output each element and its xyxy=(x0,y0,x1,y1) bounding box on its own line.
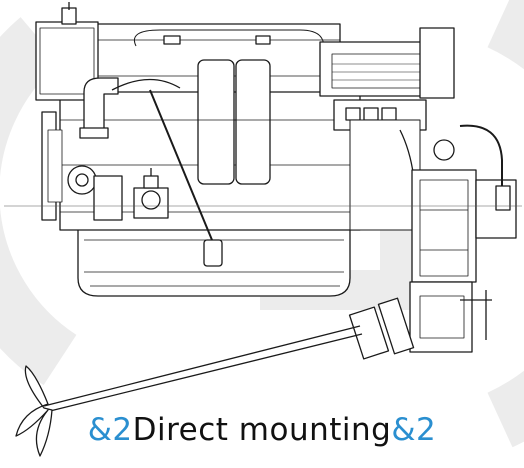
propeller-shaft xyxy=(43,325,361,407)
shaft-coupling xyxy=(348,306,390,360)
filter-b xyxy=(235,59,271,185)
caption-text: Direct mounting xyxy=(132,412,392,448)
elbow-pipe xyxy=(83,77,119,131)
propeller xyxy=(15,365,53,457)
caption-suffix: &2 xyxy=(391,412,437,448)
engine-drawing xyxy=(15,2,517,457)
filter-a xyxy=(197,59,235,185)
caption-prefix: &2 xyxy=(87,412,133,448)
dipstick xyxy=(149,89,213,241)
caption: &2Direct mounting&2 xyxy=(0,408,524,452)
